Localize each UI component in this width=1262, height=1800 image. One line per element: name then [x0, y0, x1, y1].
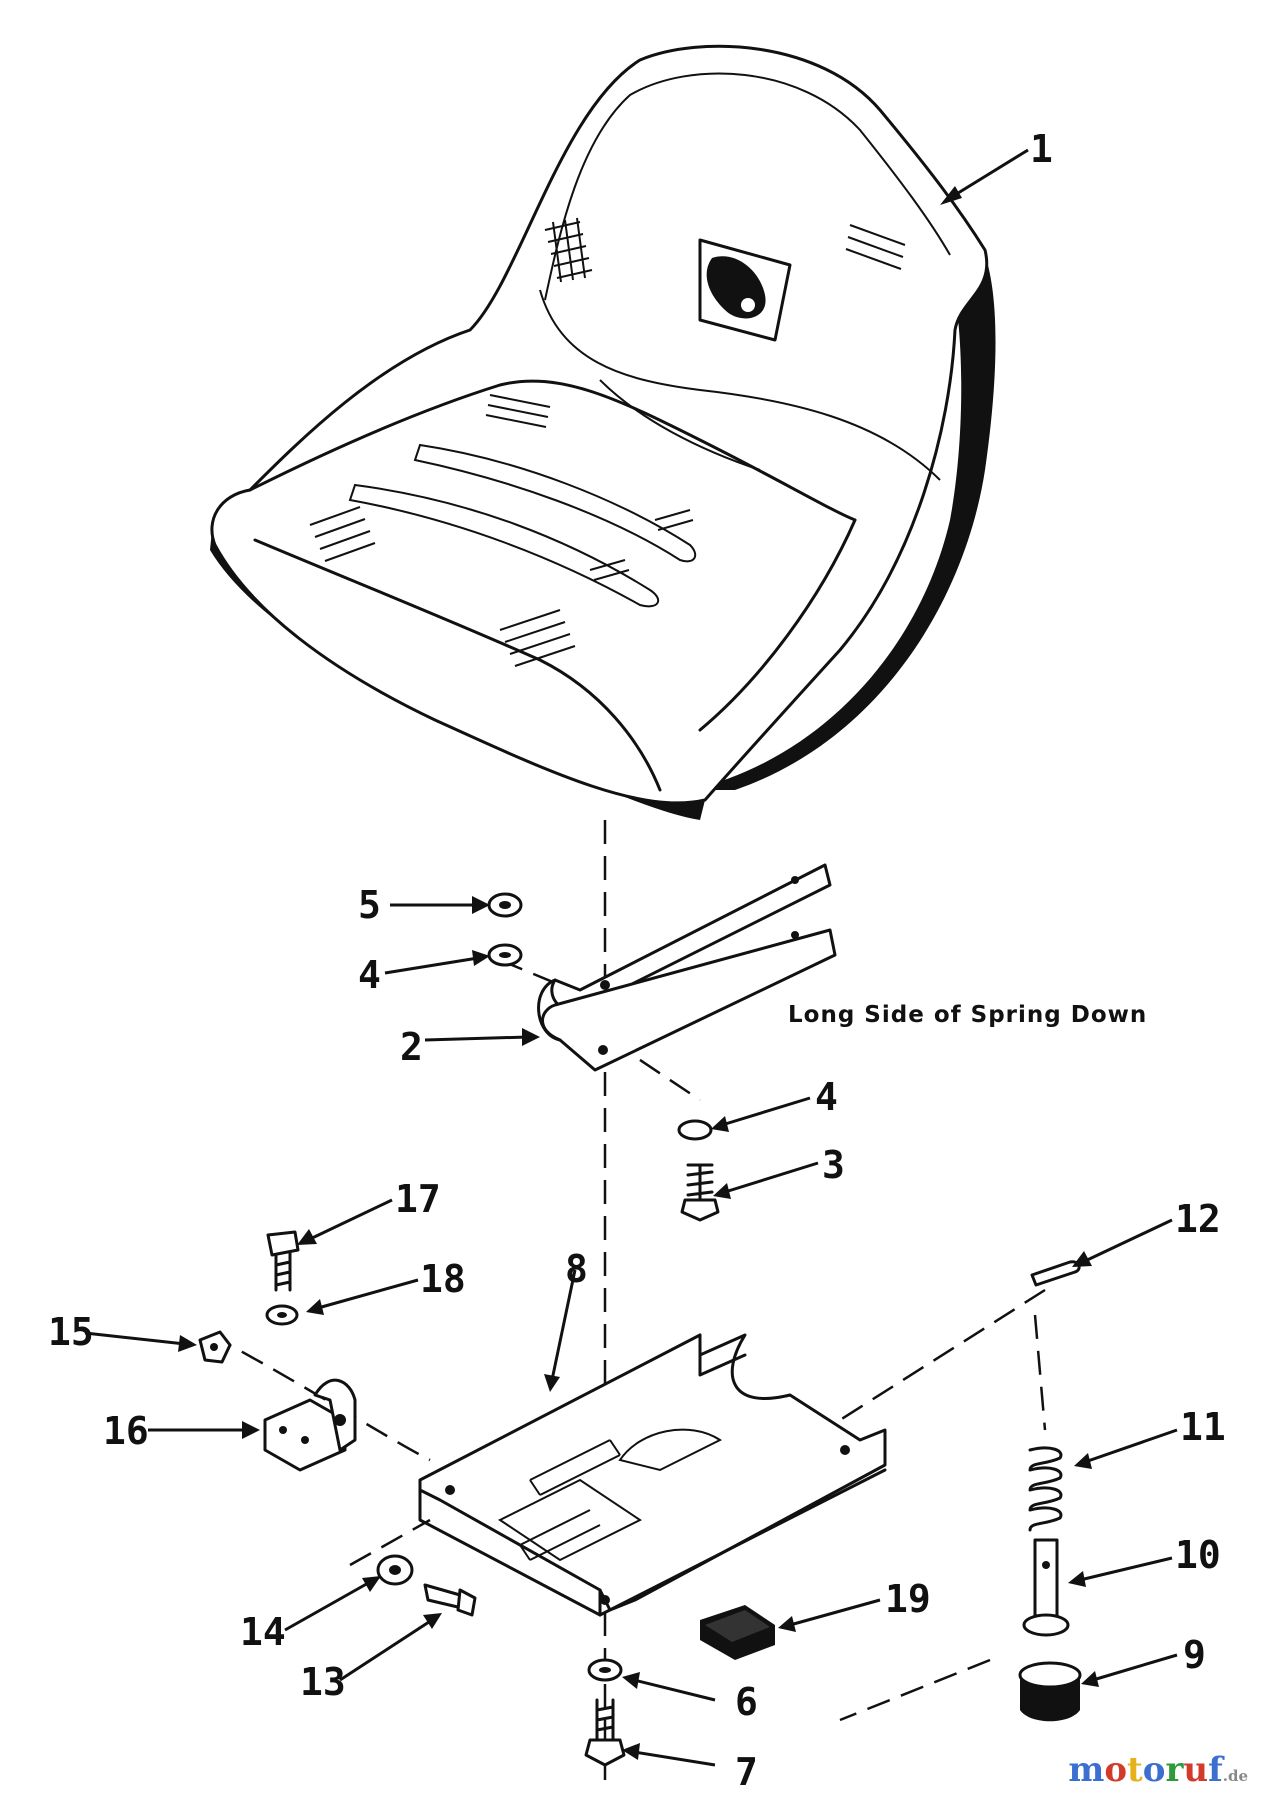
watermark-letter: u: [1183, 1750, 1209, 1790]
spring-bracket-part: [537, 863, 837, 1072]
callout-labels: 1 2 3 4 4 5 6 7 8 9 10 11 12 13 14 15 16…: [48, 127, 1226, 1794]
watermark-letter: r: [1165, 1750, 1184, 1790]
callout-2: 2: [400, 1025, 423, 1069]
callout-12: 12: [1175, 1197, 1221, 1241]
watermark-letter: o: [1142, 1750, 1166, 1790]
callout-11: 11: [1180, 1405, 1226, 1449]
flange-bolt-part: [198, 1230, 300, 1364]
bushing-bolt-part: [376, 1554, 477, 1617]
callout-19: 19: [885, 1577, 931, 1621]
spring-orientation-note: Long Side of Spring Down: [788, 1002, 1147, 1028]
callout-4-upper: 4: [358, 953, 381, 997]
watermark-suffix: .de: [1222, 1767, 1248, 1785]
callout-8: 8: [565, 1247, 588, 1291]
callout-10: 10: [1175, 1533, 1221, 1577]
callout-18: 18: [420, 1257, 466, 1301]
cotter-pin-part: [1030, 1260, 1081, 1287]
callout-17: 17: [395, 1177, 441, 1221]
callout-7: 7: [735, 1750, 758, 1794]
callout-14: 14: [240, 1610, 286, 1654]
seat-part: [210, 44, 996, 820]
hinge-bracket-part: [263, 1378, 357, 1472]
callout-4-lower: 4: [815, 1075, 838, 1119]
lower-hardware: [584, 1658, 626, 1767]
watermark-letter: t: [1127, 1750, 1143, 1790]
seat-pan-part: [418, 1333, 887, 1617]
leader-lines: [84, 148, 1178, 1767]
callout-5: 5: [358, 883, 381, 927]
callout-9: 9: [1183, 1633, 1206, 1677]
upper-hardware: [487, 892, 720, 1222]
watermark-letter: o: [1104, 1750, 1128, 1790]
knob-part: [1018, 1661, 1082, 1722]
watermark-letter: f: [1208, 1750, 1223, 1790]
watermark-logo: motoruf.de: [1068, 1750, 1248, 1790]
watermark-letter: m: [1068, 1750, 1105, 1790]
callout-6: 6: [735, 1680, 758, 1724]
callout-15: 15: [48, 1310, 94, 1354]
pad-part: [700, 1605, 775, 1660]
compression-spring-part: [1028, 1446, 1063, 1532]
callout-16: 16: [103, 1409, 149, 1453]
callout-3: 3: [822, 1143, 845, 1187]
clevis-pin-part: [1022, 1538, 1070, 1637]
callout-13: 13: [300, 1660, 346, 1704]
callout-1: 1: [1030, 127, 1053, 171]
